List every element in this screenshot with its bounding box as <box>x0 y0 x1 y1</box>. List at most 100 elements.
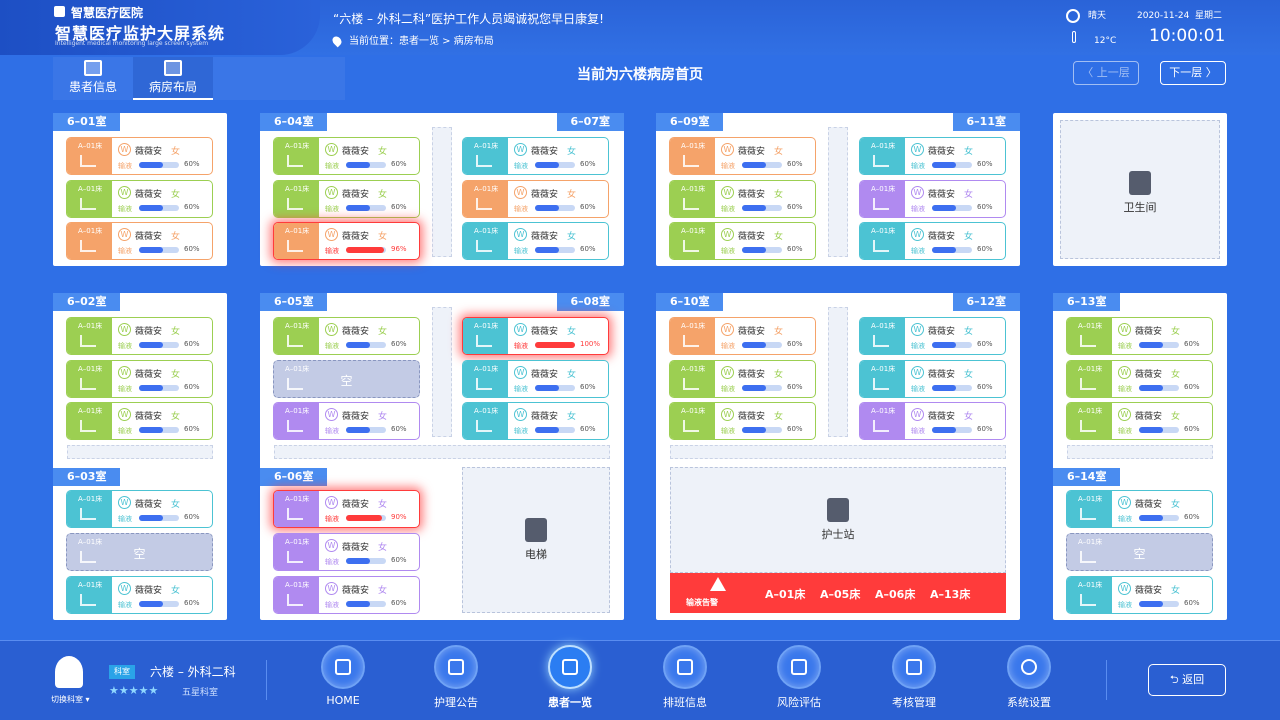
infusion-progress <box>346 515 386 521</box>
nav-risk-assessment[interactable]: 风险评估 <box>768 645 830 710</box>
ward-badge: W <box>514 228 527 241</box>
ward-badge: W <box>325 186 338 199</box>
bed-number: A–01床 <box>285 185 310 193</box>
bed-number: A–01床 <box>285 322 310 330</box>
bed-number: A–01床 <box>285 227 310 235</box>
restroom[interactable]: 卫生间 <box>1060 120 1220 259</box>
infusion-progress <box>535 247 575 253</box>
nurse-station[interactable]: 护士站 <box>670 467 1006 573</box>
nav-nursing-notice[interactable]: 护理公告 <box>425 645 487 710</box>
tab-patient-info[interactable]: 患者信息 <box>53 57 133 100</box>
patient-name: 薇薇安 <box>342 232 370 242</box>
next-floor-button[interactable]: 下一层 〉 <box>1160 61 1226 85</box>
ward-badge: W <box>1118 323 1131 336</box>
bed-icon <box>80 198 96 210</box>
empty-bed[interactable]: A–01床空 <box>1066 533 1213 571</box>
corridor <box>670 445 1006 459</box>
ward-badge: W <box>118 323 131 336</box>
infusion-alert-bar[interactable]: 输液告警 A–01床 A–05床 A–06床 A–13床 <box>670 573 1006 613</box>
patient-sex: 女 <box>964 190 974 200</box>
avatar[interactable] <box>55 656 83 688</box>
tab-ward-layout[interactable]: 病房布局 <box>133 57 213 100</box>
patient-name: 薇薇安 <box>738 232 766 242</box>
infusion-percent: 60% <box>1184 383 1200 391</box>
bed-number: A–01床 <box>681 142 706 150</box>
infusion-percent: 60% <box>580 245 596 253</box>
infusion-progress <box>346 558 386 564</box>
bed-number: A–01床 <box>78 322 103 330</box>
nav-patient-overview[interactable]: 患者一览 <box>539 645 601 710</box>
nav-schedule[interactable]: 排班信息 <box>654 645 716 710</box>
ward-badge: W <box>325 143 338 156</box>
patient-name: 薇薇安 <box>531 327 559 337</box>
patient-sex: 女 <box>171 232 181 242</box>
back-button[interactable]: ⮌ 返回 <box>1148 664 1226 696</box>
bed-icon <box>476 198 492 210</box>
bed-number: A–01床 <box>871 365 896 373</box>
prev-floor-button[interactable]: 〈 上一层 <box>1073 61 1139 85</box>
patient-sex: 女 <box>774 147 784 157</box>
nav-settings[interactable]: 系统设置 <box>998 645 1060 710</box>
bed-icon <box>287 508 303 520</box>
infusion-progress-fill <box>535 162 559 168</box>
infusion-percent: 60% <box>977 383 993 391</box>
bed-icon <box>476 155 492 167</box>
empty-bed[interactable]: A–01床空 <box>273 360 420 398</box>
infusion-progress <box>139 601 179 607</box>
dept-tag: 科室 <box>109 665 135 679</box>
nav-home[interactable]: HOME <box>312 645 374 707</box>
infusion-percent: 60% <box>977 203 993 211</box>
patient-name: 薇薇安 <box>928 327 956 337</box>
infusion-label: 输液 <box>1118 385 1132 393</box>
switch-dept-button[interactable]: 切换科室 ▾ <box>51 695 90 704</box>
patient-name: 薇薇安 <box>1135 412 1163 422</box>
infusion-percent: 60% <box>977 340 993 348</box>
empty-bed[interactable]: A–01床空 <box>66 533 213 571</box>
bed-icon <box>476 335 492 347</box>
ward-badge: W <box>911 228 924 241</box>
infusion-percent: 60% <box>184 599 200 607</box>
elevator[interactable]: 电梯 <box>462 467 610 613</box>
nav-assessment-mgmt[interactable]: 考核管理 <box>883 645 945 710</box>
infusion-progress-fill <box>535 385 559 391</box>
